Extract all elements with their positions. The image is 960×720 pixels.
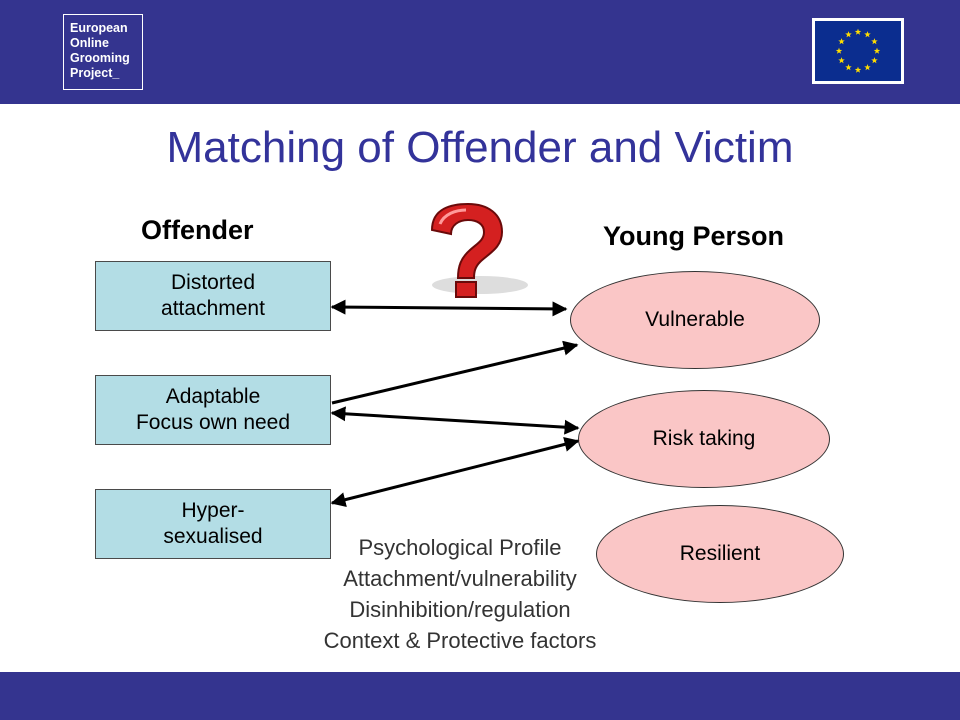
profile-line: Psychological Profile <box>358 535 562 560</box>
flag-star-icon <box>871 57 878 64</box>
offender-trait-hyper-sexualised: Hyper-sexualised <box>95 489 331 559</box>
trait-line: Focus own need <box>135 411 291 434</box>
arrow-distorted-to-vulnerable <box>330 299 568 317</box>
footer-bar <box>0 672 960 720</box>
offender-trait-distorted-attachment: Distorted attachment <box>95 261 331 331</box>
flag-star-icon <box>873 47 881 54</box>
logo-line: Project_ <box>70 66 120 80</box>
flag-star-icon <box>838 57 845 64</box>
trait-line: Hyper- <box>181 499 245 522</box>
offender-heading: Offender <box>141 215 254 245</box>
profile-line: Disinhibition/regulation <box>349 597 571 622</box>
flag-star-icon <box>854 66 862 73</box>
trait-line: sexualised <box>163 525 263 548</box>
project-logo: European Online Grooming Project_ <box>63 14 143 90</box>
arrow-hyper-to-risk-taking <box>330 437 580 507</box>
trait-line: Distorted <box>170 271 256 294</box>
victim-type-risk-taking: Risk taking <box>578 390 830 488</box>
question-mark-icon <box>430 202 528 298</box>
trait-line: Adaptable <box>165 385 261 408</box>
flag-star-icon <box>838 38 845 45</box>
flag-star-icon <box>864 64 871 71</box>
victim-type-vulnerable: Vulnerable <box>570 271 820 369</box>
profile-line: Context & Protective factors <box>323 628 597 653</box>
flag-star-icon <box>871 38 878 45</box>
logo-line: European <box>70 21 128 35</box>
psychological-profile-text: Psychological Profile Attachment/vulnera… <box>230 532 690 656</box>
victim-type-resilient: Resilient <box>596 505 844 603</box>
flag-star-icon <box>845 31 852 38</box>
flag-star-icon <box>845 64 852 71</box>
trait-line: attachment <box>161 297 265 320</box>
slide-title: Matching of Offender and Victim <box>166 123 794 172</box>
header-bar <box>0 0 960 104</box>
profile-line: Attachment/vulnerability <box>343 566 577 591</box>
flag-star-icon <box>854 28 862 35</box>
arrow-adaptable-to-risk-taking <box>330 406 580 435</box>
logo-line: Grooming <box>70 51 130 65</box>
flag-star-icon <box>864 31 871 38</box>
young-person-heading: Young Person <box>603 221 785 251</box>
flag-star-icon <box>835 47 843 54</box>
arrow-adaptable-to-vulnerable <box>331 340 579 405</box>
logo-line: Online <box>70 36 109 50</box>
eu-flag-icon <box>812 18 904 84</box>
